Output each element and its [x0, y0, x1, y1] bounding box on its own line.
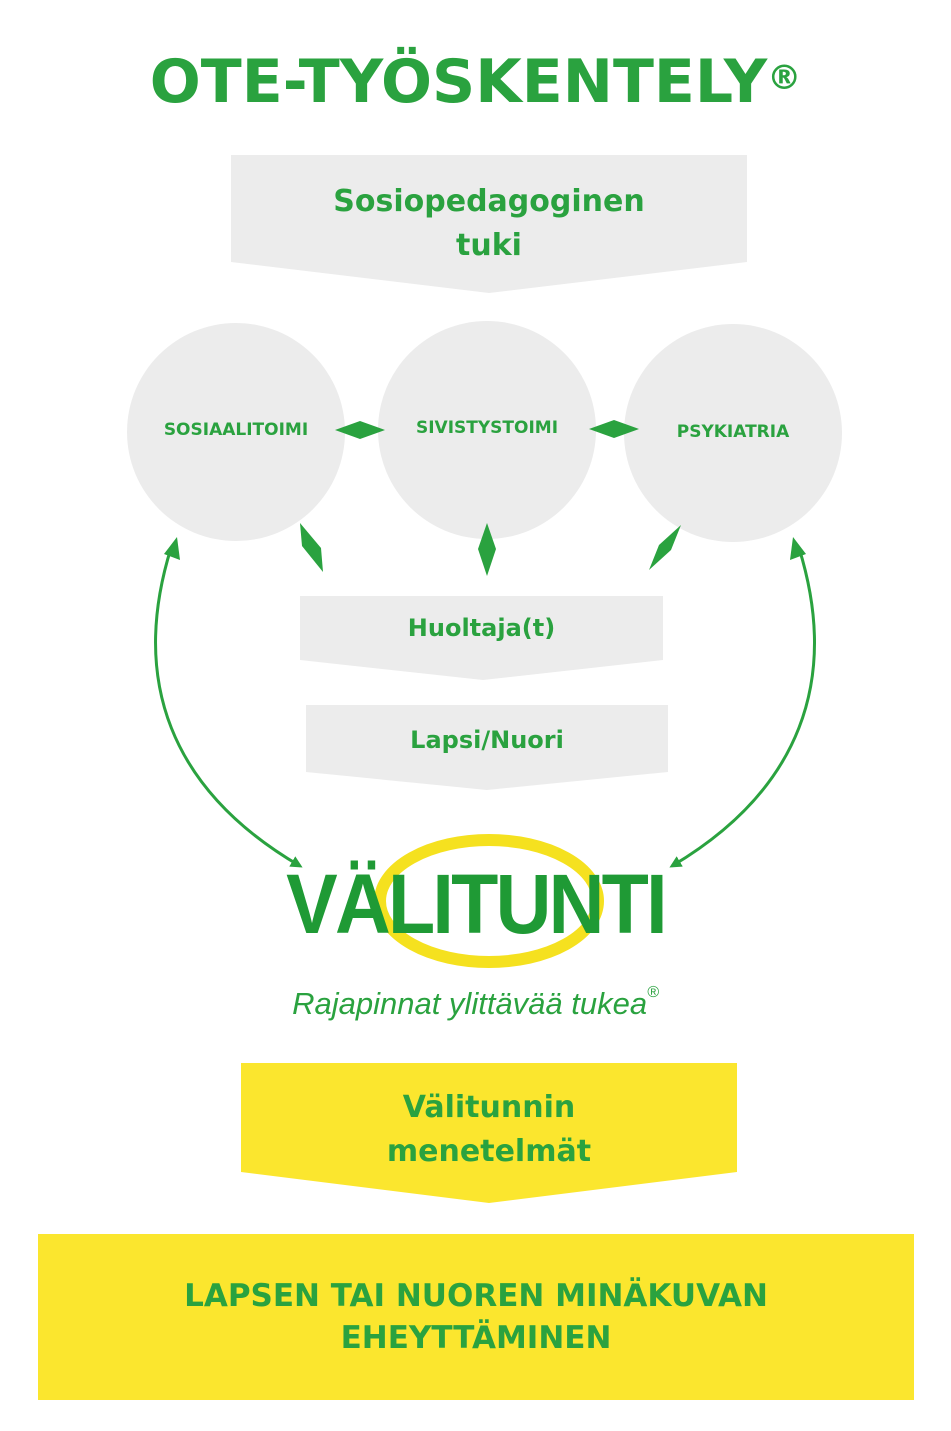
double-arrow-education-guardian: [478, 523, 496, 576]
title-text: OTE-TYÖSKENTELY: [149, 47, 768, 117]
circle-education: [378, 321, 596, 539]
curve-arrow-right: [669, 547, 816, 868]
result-label-line2: EHEYTTÄMINEN: [340, 1320, 612, 1356]
guardian-label: Huoltaja(t): [407, 614, 556, 642]
arrow-head-left-top: [164, 537, 180, 560]
circle-social: [127, 323, 345, 541]
support-label: Sosiopedagoginen tuki: [231, 180, 747, 268]
support-label-line1: Sosiopedagoginen: [333, 184, 645, 219]
methods-label-line2: menetelmät: [386, 1134, 592, 1169]
result-label: LAPSEN TAI NUOREN MINÄKUVAN EHEYTTÄMINEN: [38, 1275, 914, 1359]
guardian-box: [300, 596, 663, 680]
child-box: [306, 705, 668, 790]
curve-arrow-left: [154, 547, 303, 868]
double-arrow-education-psychiatry: [589, 420, 639, 438]
double-arrow-social-guardian: [300, 523, 323, 572]
child-label: Lapsi/Nuori: [410, 726, 564, 754]
result-label-line1: LAPSEN TAI NUOREN MINÄKUVAN: [184, 1278, 768, 1314]
support-label-line2: tuki: [456, 228, 522, 263]
methods-label: Välitunnin menetelmät: [241, 1086, 737, 1174]
circle-label-psychiatry: PSYKIATRIA: [676, 422, 790, 442]
double-arrow-social-education: [335, 421, 385, 439]
tagline: Rajapinnat ylittävää tukea®: [0, 984, 951, 1022]
result-box: [38, 1234, 914, 1400]
arrow-head-right-top: [790, 537, 806, 560]
circle-label-social: SOSIAALITOIMI: [163, 420, 309, 440]
circle-psychiatry: [624, 324, 842, 542]
double-arrow-psychiatry-guardian: [649, 525, 681, 570]
methods-label-line1: Välitunnin: [402, 1090, 576, 1125]
support-box: [231, 155, 747, 293]
title-mark: ®: [767, 58, 802, 98]
tagline-mark: ®: [647, 984, 659, 1001]
tagline-text: Rajapinnat ylittävää tukea: [292, 986, 648, 1021]
logo-ring: [374, 834, 604, 968]
circle-label-education: SIVISTYSTOIMI: [415, 418, 559, 438]
valitunti-logo: VÄLITUNTI: [286, 857, 667, 951]
page-title: OTE-TYÖSKENTELY®: [0, 42, 951, 122]
methods-box: [241, 1063, 737, 1203]
